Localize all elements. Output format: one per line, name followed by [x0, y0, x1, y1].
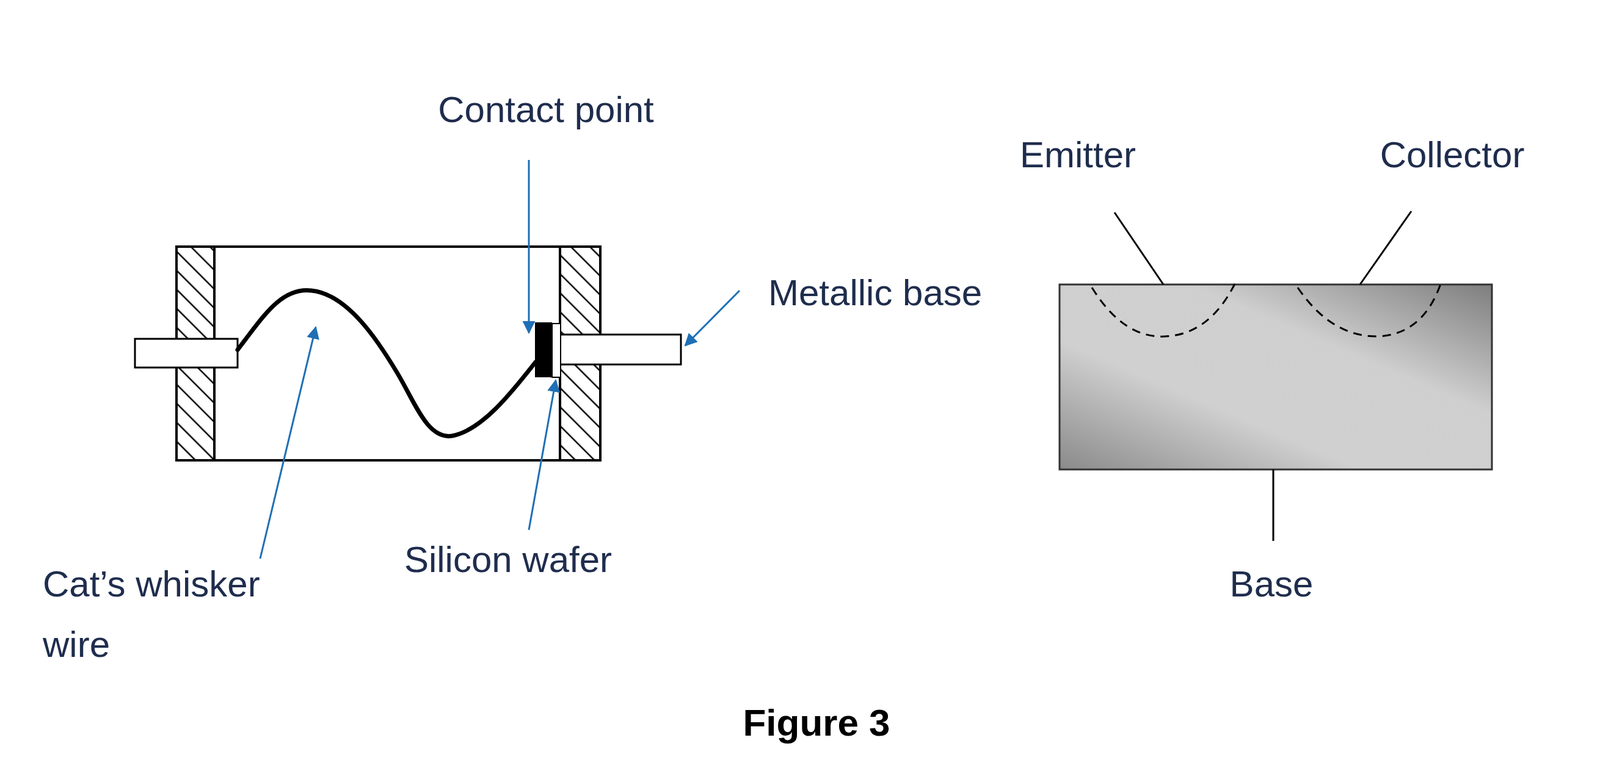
metallic-base: [560, 334, 681, 365]
leader-lines: [260, 160, 740, 559]
terminal-label: Base: [1229, 562, 1314, 607]
part-label: Metallic base: [768, 271, 982, 316]
part-label: Silicon wafer: [404, 538, 612, 582]
terminal-leads: [1114, 211, 1412, 542]
whisker-wire: [237, 290, 536, 437]
left-lead: [134, 338, 238, 368]
silicon-wafer: [534, 322, 553, 378]
junction-regions: [1091, 283, 1441, 337]
diode-housing: [176, 246, 601, 461]
wafer-mount: [552, 323, 561, 378]
terminal-label: Collector: [1380, 133, 1525, 178]
semiconductor-block: [1059, 284, 1492, 470]
part-label: Contact point: [437, 87, 655, 132]
part-label: Cat’s whisker wire: [42, 553, 306, 675]
terminal-label: Emitter: [1019, 133, 1136, 178]
figure-caption: Figure 3: [742, 701, 890, 745]
